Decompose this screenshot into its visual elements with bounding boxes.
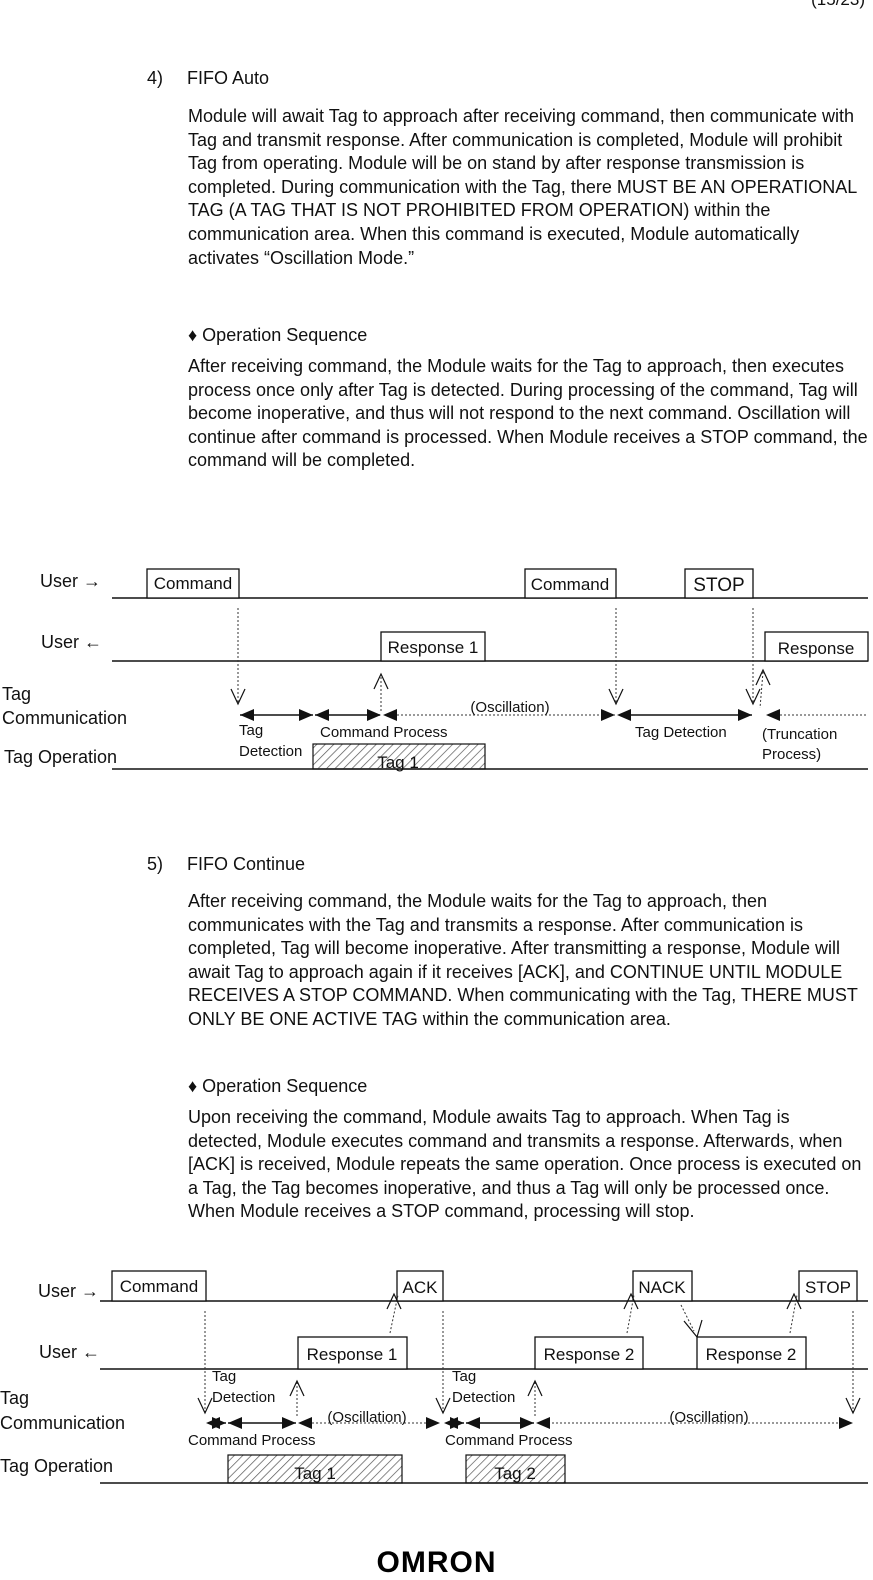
stop-box: STOP <box>693 575 744 596</box>
command-box: Command <box>120 1277 198 1296</box>
truncation-label-2: Process) <box>762 746 821 763</box>
truncation-label-1: (Truncation <box>762 726 837 743</box>
section-number: 5) <box>147 854 164 874</box>
ack-box: ACK <box>403 1278 439 1297</box>
row-label-tag-operation: Tag Operation <box>0 1456 113 1476</box>
command-box-1: Command <box>154 574 232 593</box>
response-1-box: Response 1 <box>307 1345 398 1364</box>
command-process-a-label: Command Process <box>188 1432 316 1449</box>
tag-1-bar: Tag 1 <box>377 753 419 772</box>
section-number: 4) <box>147 68 164 88</box>
row-label-user-in: User → <box>38 1281 99 1301</box>
row-label-user-out: User ← <box>41 632 102 652</box>
command-process-label: Command Process <box>320 724 448 741</box>
command-process-b-label: Command Process <box>445 1432 573 1449</box>
row-label-user-out: User ← <box>39 1342 100 1362</box>
oscillation-label: (Oscillation) <box>470 699 549 716</box>
section-title-fifo-continue: 5) FIFO Continue <box>147 854 305 875</box>
timing-diagram-fifo-auto: User → User ← Tag Communication Tag Oper… <box>2 568 869 772</box>
oscillation-b-label: (Oscillation) <box>669 1409 748 1426</box>
section-description: Module will await Tag to approach after … <box>188 106 857 268</box>
section-title-text: FIFO Auto <box>187 68 270 88</box>
tag-2-bar: Tag 2 <box>494 1464 536 1483</box>
section-title-fifo-auto: 4) FIFO Auto <box>147 68 269 89</box>
stop-box: STOP <box>805 1278 851 1297</box>
row-label-user-in: User → <box>40 571 101 591</box>
oscillation-a-label: (Oscillation) <box>327 1409 406 1426</box>
page-number: (15/23) <box>811 0 865 10</box>
tag-detection-a-label-1: Tag <box>212 1368 236 1385</box>
row-label-tag-operation: Tag Operation <box>4 747 117 767</box>
operation-sequence-text: After receiving command, the Module wait… <box>188 356 868 471</box>
section-title-text: FIFO Continue <box>187 854 306 874</box>
timing-diagram-fifo-continue: User → User ← Tag Communication Tag Oper… <box>0 1270 868 1484</box>
tag-1-bar: Tag 1 <box>294 1464 336 1483</box>
nack-box: NACK <box>638 1278 686 1297</box>
omron-logo: OMRON <box>376 1546 497 1579</box>
tag-detection-label-1: Tag <box>239 722 263 739</box>
tag-detection-b-label-2: Detection <box>452 1389 515 1406</box>
response-2-box: Response 2 <box>544 1345 635 1364</box>
tag-detection-a-label-2: Detection <box>212 1389 275 1406</box>
tag-detection-b-label-1: Tag <box>452 1368 476 1385</box>
operation-sequence-heading: ♦ Operation Sequence <box>188 1076 368 1096</box>
response-2-box-b: Response 2 <box>706 1345 797 1364</box>
response-1-box: Response 1 <box>388 638 479 657</box>
operation-sequence-text: Upon receiving the command, Module await… <box>188 1107 862 1222</box>
row-label-communication: Communication <box>0 1413 125 1433</box>
row-label-tag: Tag <box>2 684 31 704</box>
section-description: After receiving command, the Module wait… <box>188 891 858 1029</box>
tag-detection-label-2: Detection <box>239 743 302 760</box>
response-box: Response <box>778 639 855 658</box>
operation-sequence-heading: ♦ Operation Sequence <box>188 325 368 345</box>
row-label-tag: Tag <box>0 1388 29 1408</box>
tag-detection-label-b: Tag Detection <box>635 724 727 741</box>
command-box-2: Command <box>531 575 609 594</box>
row-label-communication: Communication <box>2 708 127 728</box>
